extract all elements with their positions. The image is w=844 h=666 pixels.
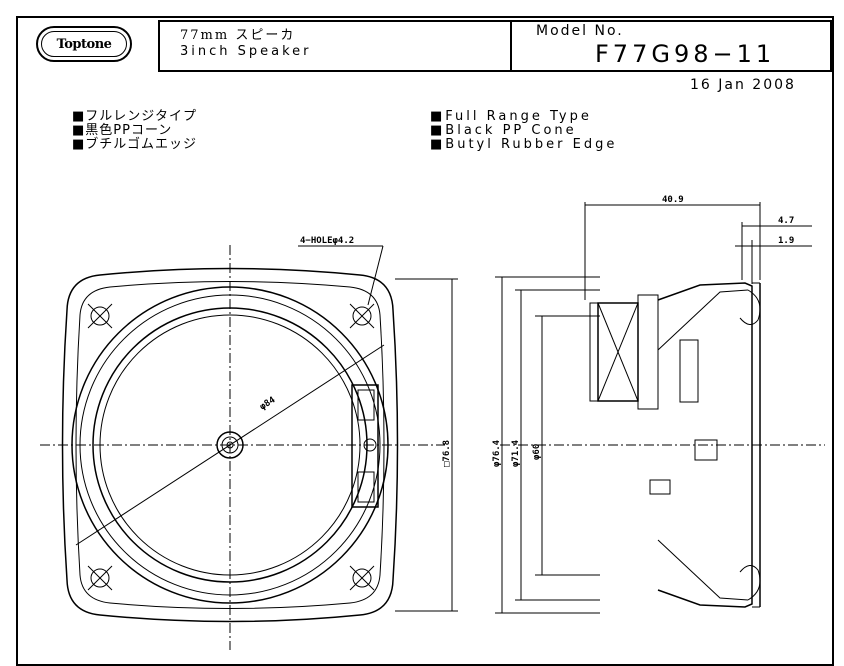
- dim-71-4-label: φ71.4: [511, 439, 521, 467]
- model-number: F77G98−11: [595, 40, 776, 68]
- title-divider: [510, 20, 512, 72]
- terminal-side: [694, 439, 718, 461]
- spider: [679, 339, 699, 403]
- surround-profile: [739, 289, 761, 325]
- dim-w2-label: 1.9: [778, 236, 794, 246]
- dust-cap-inner: [221, 436, 239, 454]
- terminal-tab: [357, 389, 375, 421]
- terminal-rivet: [363, 438, 377, 452]
- surround-profile: [739, 565, 761, 601]
- dim-hole-label: 4−HOLEφ4.2: [300, 236, 354, 246]
- dust-cap-center: [226, 441, 234, 449]
- basket-outline: [657, 282, 753, 608]
- drawing-date: 16 Jan 2008: [690, 77, 796, 93]
- dust-cap-outer: [216, 431, 244, 459]
- dim-diag-label: φ84: [258, 395, 278, 413]
- frame-inner-outline: [75, 281, 385, 609]
- feature-en-item: ■Black PP Cone: [430, 123, 577, 138]
- frame-outline: [61, 267, 399, 623]
- features-jp: ■フルレンジタイプ ■黒色PPコーン ■ブチルゴムエッジ: [72, 110, 197, 152]
- feature-en-item: ■Butyl Rubber Edge: [430, 137, 618, 152]
- mount-hole: [349, 303, 375, 329]
- terminal-block: [351, 384, 379, 508]
- mount-hole: [87, 303, 113, 329]
- features-en: ■Full Range Type ■Black PP Cone ■Butyl R…: [430, 110, 617, 152]
- title-block: [158, 20, 832, 72]
- cone-ring: [99, 314, 361, 576]
- dim-w1-label: 4.7: [778, 216, 794, 226]
- surround-outer-ring: [71, 286, 389, 604]
- dim-76-4-label: φ76.4: [492, 439, 502, 467]
- side-view: [495, 202, 825, 614]
- terminal-tab: [357, 471, 375, 503]
- feature-jp-item: ■ブチルゴムエッジ: [72, 137, 198, 152]
- mount-hole: [349, 565, 375, 591]
- dim-depth-label: 40.9: [662, 195, 684, 205]
- front-view: [40, 245, 458, 650]
- feature-jp-item: ■フルレンジタイプ: [72, 109, 198, 124]
- back-plate: [589, 302, 599, 402]
- feature-jp-item: ■黒色PPコーン: [72, 123, 173, 138]
- top-plate: [637, 294, 659, 410]
- surround-ring: [79, 294, 381, 596]
- mount-hole: [87, 565, 113, 591]
- cone-outer-ring: [92, 307, 368, 583]
- dim-60-label: φ60: [532, 444, 542, 460]
- feature-en-item: ■Full Range Type: [430, 109, 592, 124]
- toptone-logo: Toptone: [36, 26, 132, 62]
- diameter-84-line: [75, 344, 385, 546]
- terminal-lug: [649, 479, 671, 495]
- hole-leader: [367, 245, 384, 306]
- title-jp: 77mm スピーカ: [180, 28, 296, 43]
- title-en: 3inch Speaker: [180, 44, 312, 59]
- cone-profile: [657, 539, 749, 601]
- dim-square-label: □76.8: [442, 440, 452, 467]
- logo-text: Toptone: [41, 31, 127, 57]
- magnet-cross: [597, 302, 639, 402]
- model-label: Model No.: [536, 23, 624, 39]
- cone-profile: [657, 289, 749, 351]
